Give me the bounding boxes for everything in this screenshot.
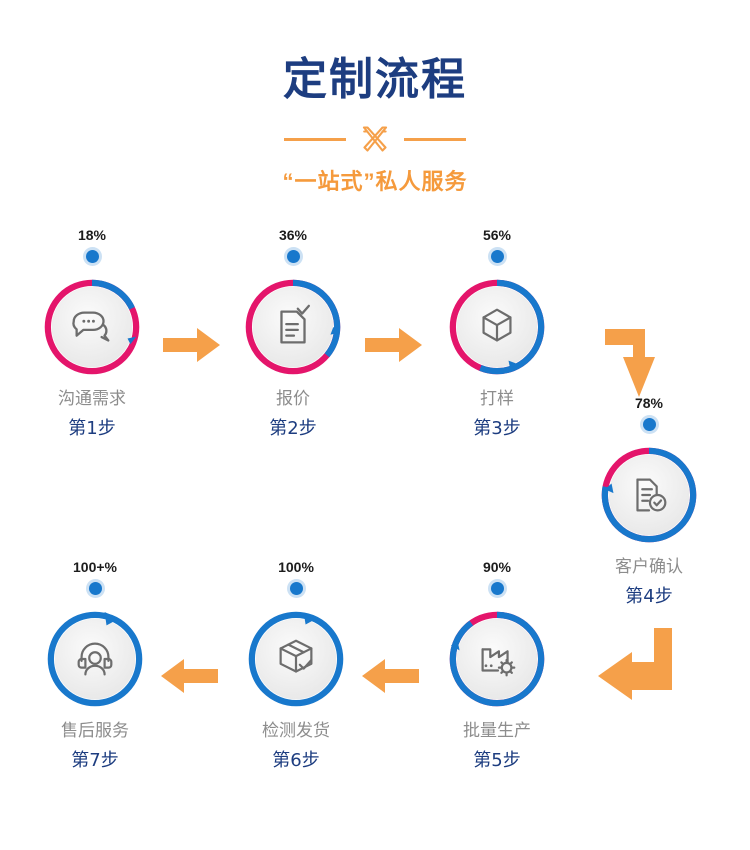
step-order: 第1步: [68, 418, 116, 440]
arrow-right-icon-2to3: [365, 325, 423, 365]
dot-icon: [490, 581, 504, 595]
factory-gear-icon: [481, 648, 516, 677]
step-order: 第3步: [473, 418, 521, 440]
step-name: 沟通需求: [58, 389, 126, 409]
headset-support-icon: [77, 642, 113, 676]
step-name: 检测发货: [262, 721, 330, 741]
step-ring: [422, 611, 572, 707]
step-name: 售后服务: [61, 721, 129, 741]
progress-ring-36: [245, 279, 341, 375]
clipboard-check-icon: [280, 304, 310, 344]
subtitle: “一站式”私人服务: [282, 169, 468, 194]
step-percent: 78%: [634, 395, 664, 411]
step-percent: 100%: [278, 559, 314, 575]
elbow-arrow-left-icon-4to5: [596, 628, 678, 700]
step-node-5[interactable]: 90%: [422, 560, 572, 772]
progress-ring-18: [44, 279, 140, 375]
progress-ring-100: [248, 611, 344, 707]
arrow-left-icon-5to6: [360, 655, 420, 697]
step-node-3[interactable]: 56% 打样 第3步: [422, 228, 572, 440]
step-order: 第5步: [473, 750, 521, 772]
step-node-2[interactable]: 36% 报价 第2步: [218, 228, 368, 440]
step-percent: 100+%: [73, 559, 117, 575]
step-percent: 90%: [482, 559, 512, 575]
step-percent: 56%: [482, 227, 512, 243]
step-percent: 18%: [77, 227, 107, 243]
arrow-left-icon-6to7: [159, 655, 219, 697]
header: 定制流程 “一站式”私人服务: [0, 0, 750, 196]
step-dot-marker: [20, 581, 170, 595]
step-dot-marker: [17, 249, 167, 263]
step-name: 客户确认: [615, 557, 683, 577]
step-name: 批量生产: [463, 721, 531, 741]
divider: [0, 122, 750, 156]
step-order: 第2步: [269, 418, 317, 440]
progress-ring-78: [601, 447, 697, 543]
step-dot-marker: [221, 581, 371, 595]
step-ring: [574, 447, 724, 543]
arrow-right-icon-1to2: [163, 325, 221, 365]
pencil-ruler-cross-icon: [358, 122, 392, 156]
chat-bubbles-icon: [72, 311, 110, 342]
document-check-icon: [636, 478, 667, 512]
step-dot-marker: [218, 249, 368, 263]
step-ring: [221, 611, 371, 707]
divider-rule-right: [404, 137, 466, 141]
divider-rule-left: [284, 137, 346, 141]
step-name: 打样: [480, 389, 514, 409]
dot-icon: [85, 249, 99, 263]
step-node-4[interactable]: 78% 客: [574, 396, 724, 608]
progress-ring-100plus: [47, 611, 143, 707]
page-title: 定制流程: [283, 55, 467, 104]
step-ring: [422, 279, 572, 375]
cube-box-icon: [482, 308, 512, 342]
dot-icon: [490, 249, 504, 263]
package-check-icon: [279, 639, 313, 673]
dot-icon: [88, 581, 102, 595]
elbow-arrow-down-icon-3to4: [603, 327, 681, 399]
step-node-7[interactable]: 100+% 售后服务: [20, 560, 170, 772]
step-dot-marker: [422, 581, 572, 595]
step-dot-marker: [574, 417, 724, 431]
step-order: 第6步: [272, 750, 320, 772]
progress-ring-56: [449, 279, 545, 375]
step-ring: [218, 279, 368, 375]
step-node-1[interactable]: 18% 沟: [17, 228, 167, 440]
step-percent: 36%: [278, 227, 308, 243]
step-order: 第4步: [625, 586, 673, 608]
dot-icon: [642, 417, 656, 431]
step-name: 报价: [276, 389, 310, 409]
dot-icon: [286, 249, 300, 263]
step-ring: [20, 611, 170, 707]
progress-ring-90: [449, 611, 545, 707]
step-dot-marker: [422, 249, 572, 263]
step-order: 第7步: [71, 750, 119, 772]
dot-icon: [289, 581, 303, 595]
step-node-6[interactable]: 100% 检测发货: [221, 560, 371, 772]
step-ring: [17, 279, 167, 375]
